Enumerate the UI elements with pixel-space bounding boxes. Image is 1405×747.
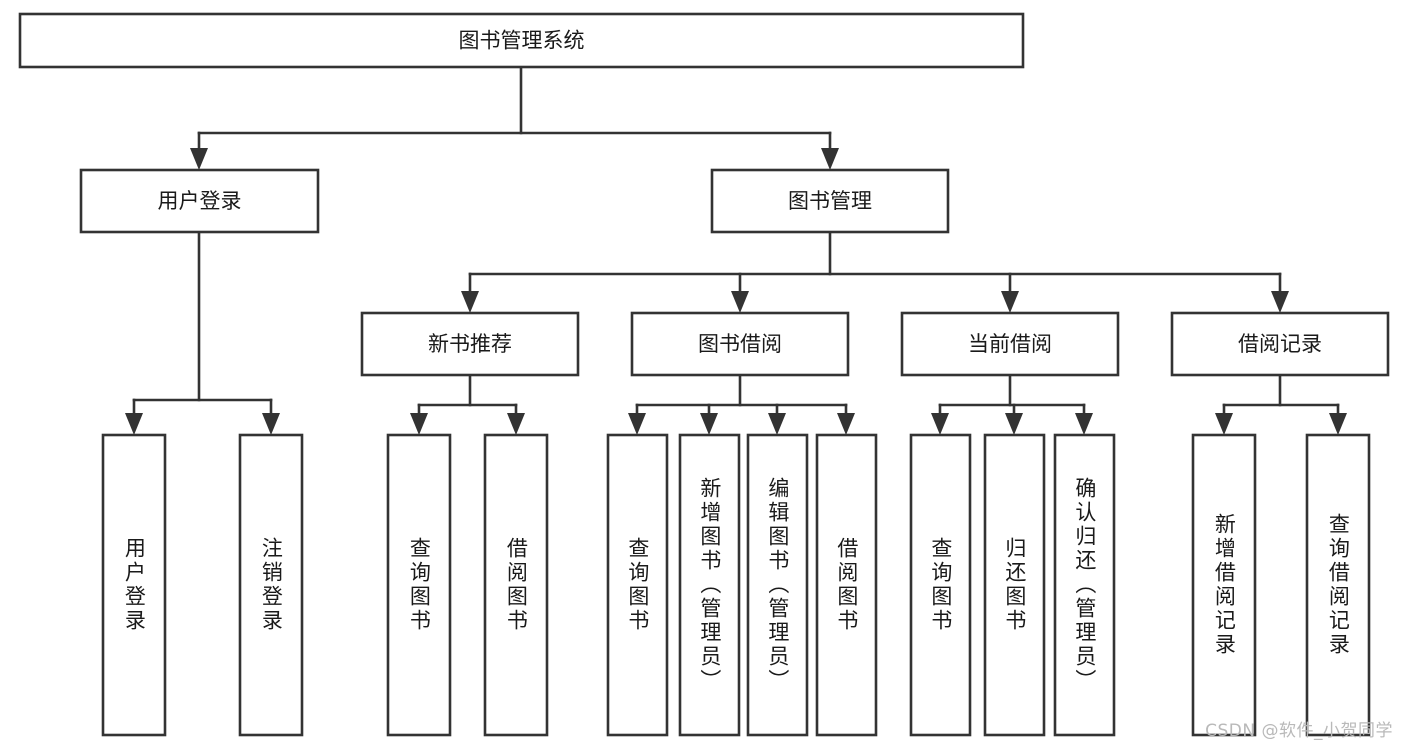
node-label-root: 图书管理系统: [459, 29, 585, 53]
node-box-leaf-return-book[interactable]: [983, 433, 1046, 737]
arrow-head-icon: [507, 413, 525, 435]
connector-record_to_leaves: [1215, 373, 1347, 435]
node-box-leaf-query-borrow-record[interactable]: [1305, 433, 1371, 737]
node-box-leaf-user-login[interactable]: [101, 433, 167, 737]
arrow-head-icon: [821, 148, 839, 170]
node-box-new-book-recommend[interactable]: [360, 311, 580, 377]
node-label-new-book-recommend: 新书推荐: [428, 332, 512, 356]
arrow-head-icon: [628, 413, 646, 435]
arrow-head-icon: [700, 413, 718, 435]
node-label-user-login: 用户登录: [158, 189, 242, 213]
node-box-layer: [18, 12, 1390, 737]
node-label-book-manage: 图书管理: [788, 189, 872, 213]
arrow-head-icon: [1075, 413, 1093, 435]
arrow-head-icon: [461, 291, 479, 313]
node-box-leaf-borrow-book[interactable]: [815, 433, 878, 737]
node-box-book-manage[interactable]: [710, 168, 950, 234]
node-box-book-borrow[interactable]: [630, 311, 850, 377]
node-box-leaf-query-book-recommend[interactable]: [386, 433, 452, 737]
arrow-head-icon: [262, 413, 280, 435]
arrow-head-icon: [410, 413, 428, 435]
arrow-head-icon: [1005, 413, 1023, 435]
node-label-borrow-record: 借阅记录: [1238, 332, 1322, 356]
connector-bookmanage_to_level3: [461, 230, 1289, 313]
connector-recommend_to_leaves: [410, 373, 525, 435]
arrow-head-icon: [768, 413, 786, 435]
arrow-head-icon: [837, 413, 855, 435]
connector-level2_user_to_leaves: [125, 230, 280, 435]
node-box-leaf-borrow-book-recommend[interactable]: [483, 433, 549, 737]
node-box-leaf-edit-book[interactable]: [746, 433, 809, 737]
connector-layer: [125, 65, 1347, 435]
node-label-current-borrow: 当前借阅: [968, 332, 1052, 356]
arrow-head-icon: [1271, 291, 1289, 313]
arrow-head-icon: [190, 148, 208, 170]
node-box-root[interactable]: [18, 12, 1025, 69]
connector-current_to_leaves: [931, 373, 1093, 435]
node-label-book-borrow: 图书借阅: [698, 332, 782, 356]
node-box-leaf-add-book[interactable]: [678, 433, 741, 737]
arrow-head-icon: [1001, 291, 1019, 313]
node-box-leaf-confirm-return[interactable]: [1053, 433, 1116, 737]
node-box-current-borrow[interactable]: [900, 311, 1120, 377]
connector-borrow_to_leaves: [628, 373, 855, 435]
arrow-head-icon: [731, 291, 749, 313]
arrow-head-icon: [1329, 413, 1347, 435]
arrow-head-icon: [125, 413, 143, 435]
node-box-leaf-logout[interactable]: [238, 433, 304, 737]
connector-root_to_level2: [190, 65, 839, 170]
node-box-leaf-add-borrow-record[interactable]: [1191, 433, 1257, 737]
node-box-leaf-query-book-current[interactable]: [909, 433, 972, 737]
node-box-user-login[interactable]: [79, 168, 320, 234]
node-box-borrow-record[interactable]: [1170, 311, 1390, 377]
arrow-head-icon: [931, 413, 949, 435]
arrow-head-icon: [1215, 413, 1233, 435]
node-box-leaf-query-book-borrow[interactable]: [606, 433, 669, 737]
